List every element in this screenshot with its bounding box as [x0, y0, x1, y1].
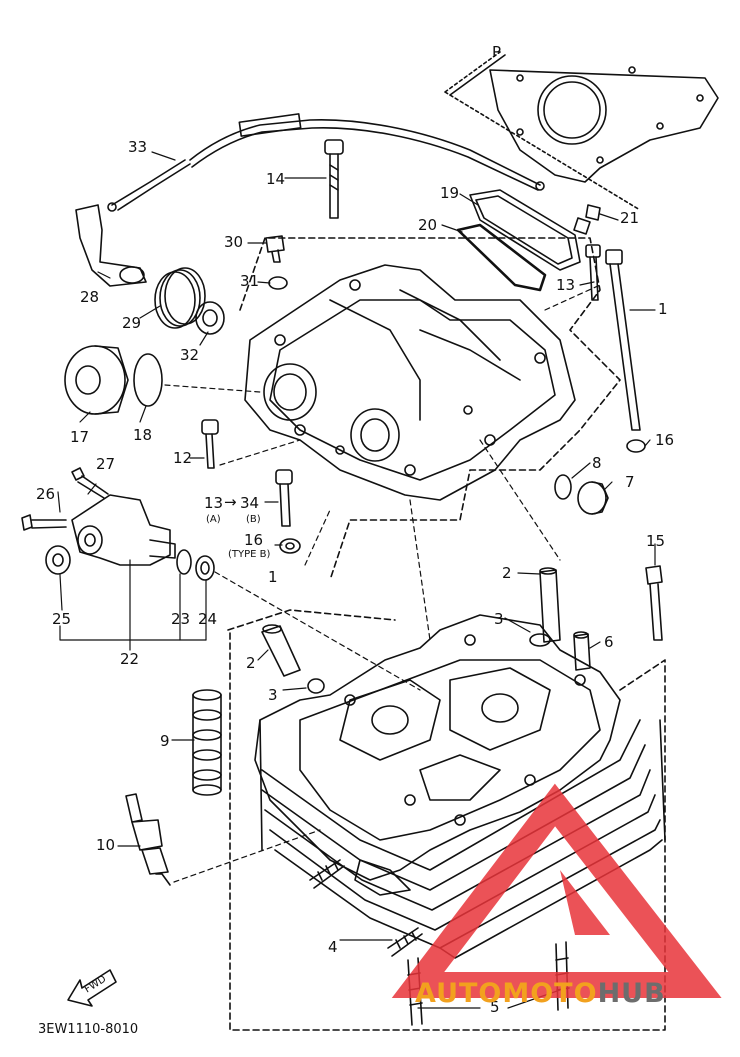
label-13-lower: 13	[204, 494, 224, 512]
lever-spring	[154, 267, 206, 329]
washer-16-lower	[279, 538, 301, 554]
label-32: 32	[180, 346, 200, 364]
valve-guide-2-lower	[261, 624, 301, 677]
label-28: 28	[80, 288, 100, 306]
reference-code: 3EW1110-8010	[38, 1022, 139, 1037]
label-1-top: 1	[658, 300, 668, 318]
spark-plug-10	[125, 793, 171, 886]
bolt-15	[645, 565, 663, 641]
note-type-a: (A)	[206, 514, 221, 525]
bolt-26	[21, 514, 67, 531]
label-19: 19	[440, 184, 460, 202]
label-24: 24	[198, 610, 218, 628]
head-gasket	[444, 51, 719, 211]
plug-seal-9	[192, 689, 222, 796]
label-10: 10	[96, 836, 116, 854]
cylinder-head	[254, 614, 666, 959]
watermark-text-part1: AUTOMOTO	[415, 978, 598, 1009]
o-ring-23	[176, 549, 192, 575]
decompression-lever	[75, 204, 147, 287]
label-29: 29	[122, 314, 142, 332]
watermark-text: AUTOMOTOHUB	[415, 978, 666, 1009]
label-26: 26	[36, 485, 56, 503]
stud-bolt-long	[605, 249, 641, 431]
oil-pump-22	[71, 494, 176, 566]
label-31: 31	[240, 272, 260, 290]
bolt-13-34	[275, 469, 293, 527]
label-9: 9	[160, 732, 170, 750]
watermark-logo	[391, 783, 722, 998]
label-16-upper: 16	[655, 431, 675, 449]
bolt-21	[573, 204, 601, 235]
label-16-lower: 16	[244, 531, 264, 549]
bolt-12	[201, 419, 219, 469]
label-21: 21	[620, 209, 640, 227]
clip-3-lower	[307, 678, 325, 694]
label-gasket-p: P	[492, 43, 502, 61]
plug-7	[577, 481, 609, 515]
label-17: 17	[70, 428, 90, 446]
decompression-cable	[107, 113, 545, 212]
label-4: 4	[328, 938, 338, 956]
note-type-b-16: (TYPE B)	[228, 549, 271, 560]
note-type-b: (B)	[246, 514, 261, 525]
oil-seal-32	[195, 301, 225, 335]
label-2-upper: 2	[502, 564, 512, 582]
label-2-lower: 2	[246, 654, 256, 672]
o-ring-20	[456, 223, 547, 292]
label-15: 15	[646, 532, 666, 550]
label-1-bottom: 1	[268, 568, 278, 586]
tappet-cover-17	[64, 345, 129, 415]
label-14: 14	[266, 170, 286, 188]
label-8: 8	[592, 454, 602, 472]
stud-4-left	[309, 859, 345, 889]
washer-25	[45, 545, 71, 575]
label-5: 5	[490, 998, 500, 1016]
dowel-6	[573, 631, 591, 671]
screw-30	[265, 235, 285, 263]
clip-3-upper	[529, 633, 551, 647]
stud-4-right	[387, 927, 423, 957]
label-6: 6	[604, 633, 614, 651]
label-3-upper: 3	[494, 610, 504, 628]
label-23: 23	[171, 610, 191, 628]
label-13-upper: 13	[556, 276, 576, 294]
label-12: 12	[173, 449, 193, 467]
o-ring-8	[554, 474, 572, 500]
cylinder-head-cover	[244, 264, 576, 501]
label-25: 25	[52, 610, 72, 628]
label-30: 30	[224, 233, 244, 251]
label-33: 33	[128, 138, 148, 156]
label-18: 18	[133, 426, 153, 444]
seal-24	[195, 555, 215, 581]
label-7: 7	[625, 473, 635, 491]
leader-lines	[57, 151, 656, 1009]
label-3-lower: 3	[268, 686, 278, 704]
fwd-arrow	[67, 969, 117, 1007]
phantom-outline-lower	[227, 609, 666, 1031]
label-20: 20	[418, 216, 438, 234]
bolt-13-upper	[585, 244, 601, 301]
label-27: 27	[96, 455, 116, 473]
valve-guide-2-upper	[539, 567, 561, 643]
arrow-13-34: →	[224, 493, 237, 511]
label-22: 22	[120, 650, 140, 668]
watermark-text-part2: HUB	[597, 978, 666, 1009]
cover-gasket-19	[469, 189, 581, 271]
label-34: 34	[240, 494, 260, 512]
o-ring-18	[133, 353, 163, 407]
washer-16-upper	[626, 439, 646, 453]
phantom-outline-upper	[239, 237, 621, 581]
washer-31	[268, 276, 288, 290]
bolt-14	[324, 139, 344, 219]
